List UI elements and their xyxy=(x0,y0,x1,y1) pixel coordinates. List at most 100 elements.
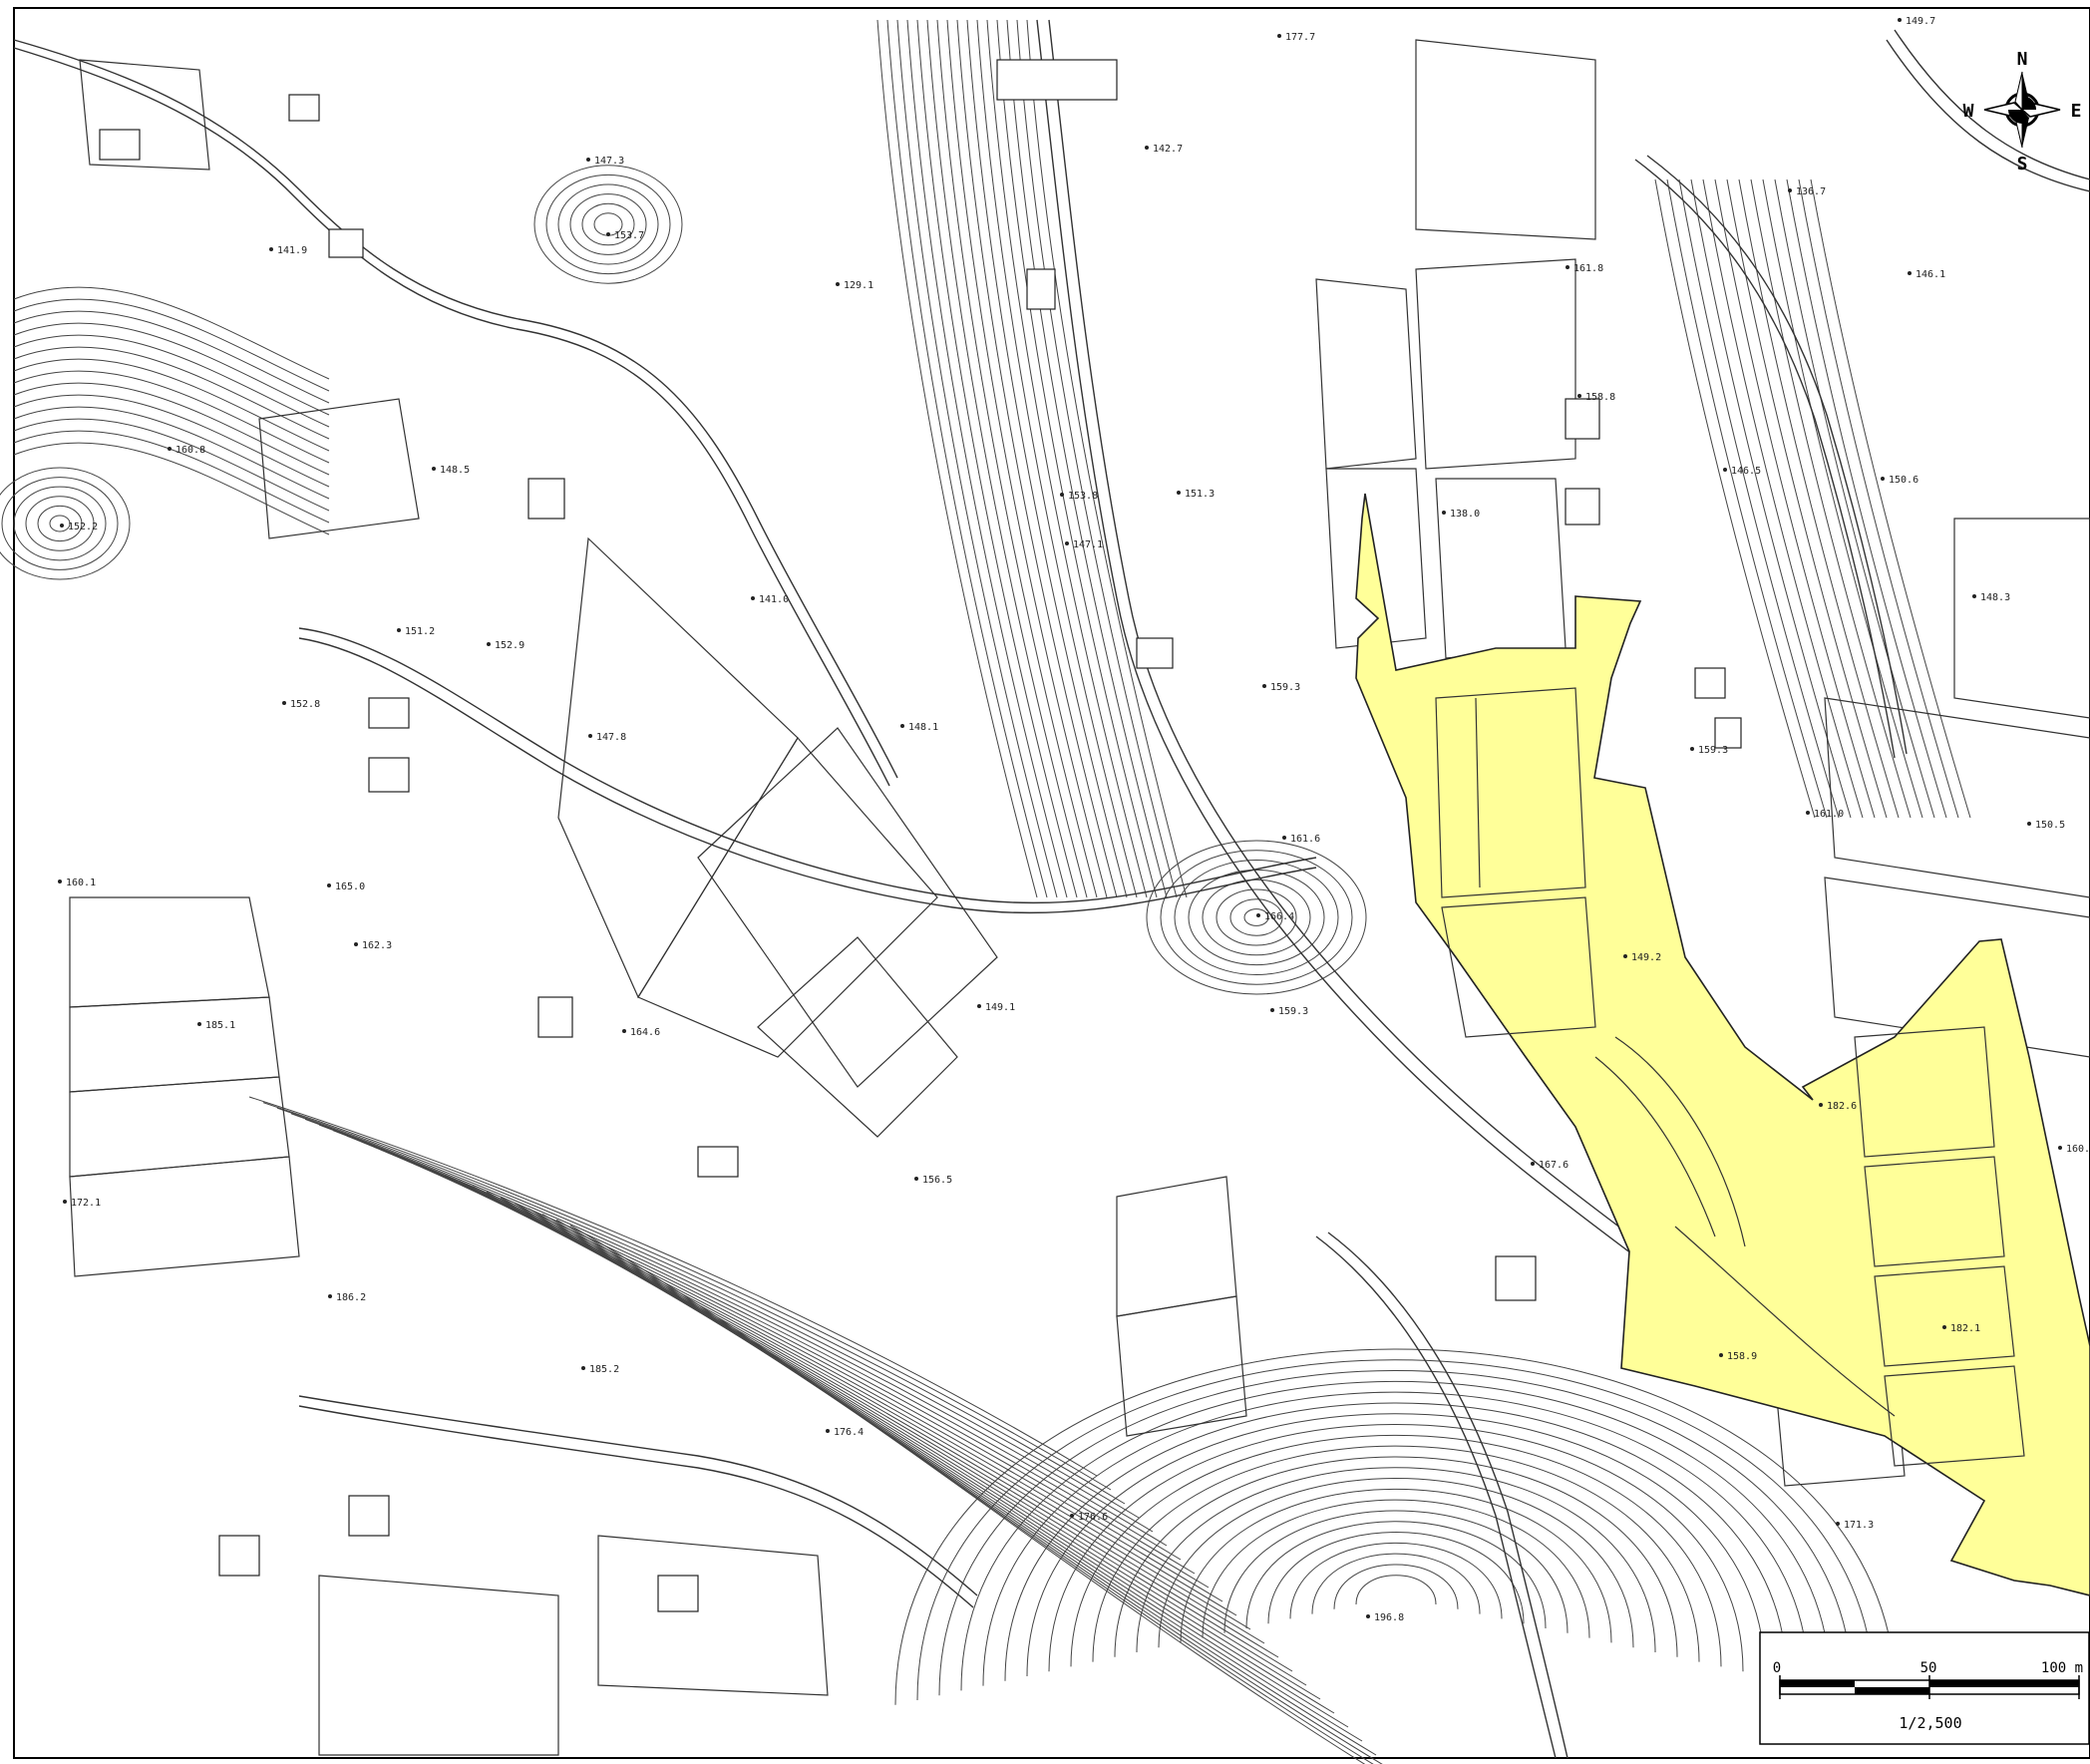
contour-line xyxy=(0,467,131,580)
contour-line xyxy=(976,19,1138,898)
contour-line xyxy=(569,193,647,255)
elevation-label: 160.7 xyxy=(2066,1144,2090,1155)
contour-line xyxy=(555,1219,1374,1764)
contour-line xyxy=(1810,178,1971,819)
contour-line xyxy=(13,418,330,512)
contour-line xyxy=(1654,178,1816,819)
contour-line xyxy=(896,19,1058,898)
elevation-label: 171.3 xyxy=(1844,1520,1874,1531)
contour-line xyxy=(1202,1499,1590,1638)
elevation-label: 165.0 xyxy=(335,882,365,892)
elevation-label: 159.3 xyxy=(1278,1006,1308,1017)
contour-line xyxy=(13,310,330,404)
elevation-label: 185.1 xyxy=(205,1020,235,1031)
contour-line xyxy=(1180,1488,1612,1643)
elevation-label: 151.2 xyxy=(405,626,435,637)
contour-line xyxy=(986,19,1148,898)
contour-line xyxy=(1026,1413,1766,1677)
elevation-label: 159.3 xyxy=(1270,682,1300,693)
elevation-label: 153.7 xyxy=(614,230,644,241)
contour-line xyxy=(1004,1402,1788,1681)
contour-line xyxy=(1702,178,1864,819)
elevation-label: 146.1 xyxy=(1916,269,1945,280)
contour-line xyxy=(1798,178,1959,819)
contour-line xyxy=(960,1380,1832,1691)
elevation-label: 161.8 xyxy=(1573,263,1603,274)
elevation-label: 152.9 xyxy=(495,640,524,651)
elevation-label: 182.1 xyxy=(1950,1323,1980,1334)
elevation-label: 176.4 xyxy=(834,1427,864,1438)
contour-line xyxy=(13,406,330,500)
parcel-boundaries xyxy=(69,39,2090,1756)
elevation-label: 166.4 xyxy=(1264,911,1294,922)
contour-line xyxy=(1355,1575,1437,1605)
scale-bar: 0 50 100 m 1/2,500 xyxy=(1759,1631,2090,1745)
contour-line xyxy=(1786,178,1947,819)
contour-line xyxy=(1333,1564,1459,1609)
elevation-label: 147.8 xyxy=(596,732,626,743)
elevation-label: 176.6 xyxy=(1078,1512,1108,1523)
elevation-label: 129.1 xyxy=(844,280,873,291)
elevation-label: 182.6 xyxy=(1827,1101,1857,1112)
contour-line xyxy=(1750,178,1912,819)
contour-line xyxy=(49,515,71,532)
compass-north-label: N xyxy=(2017,49,2028,70)
contour-line xyxy=(304,1118,1154,1533)
elevation-label: 150.6 xyxy=(1889,475,1918,486)
compass-west-label: W xyxy=(1963,101,1974,122)
contour-line xyxy=(13,298,330,392)
scale-tick-50: 50 xyxy=(1920,1660,1937,1676)
contour-line xyxy=(1223,1510,1568,1633)
contour-line xyxy=(541,1214,1383,1764)
contour-line xyxy=(248,1096,1098,1477)
elevation-label: 167.6 xyxy=(1539,1160,1568,1171)
contour-line xyxy=(996,19,1158,898)
contour-line xyxy=(1,477,119,570)
contour-line xyxy=(1146,840,1367,995)
elevation-label: 151.3 xyxy=(1185,489,1215,500)
highlighted-zone[interactable] xyxy=(1355,493,2090,1596)
elevation-labels: 147.3 153.7 129.1 142.7 141.9 160.8 152.… xyxy=(58,16,2090,1623)
contour-line xyxy=(458,1180,1307,1686)
elevation-label: 146.5 xyxy=(1731,466,1761,477)
contour-line xyxy=(290,1113,1140,1519)
elevation-label: 158.8 xyxy=(1585,392,1615,403)
zone-interior-lines xyxy=(1435,687,2025,1467)
elevation-label: 162.3 xyxy=(362,940,392,951)
elevation-label: 159.3 xyxy=(1698,745,1728,756)
elevation-label: 164.6 xyxy=(630,1027,660,1038)
elevation-label: 161.0 xyxy=(1814,809,1844,820)
contour-line xyxy=(1690,178,1852,819)
elevation-label: 148.5 xyxy=(440,465,470,476)
contour-line xyxy=(527,1208,1377,1756)
contour-line xyxy=(25,496,95,551)
contour-line xyxy=(1216,888,1297,946)
elevation-label: 156.5 xyxy=(922,1175,952,1186)
elevation-label: 150.5 xyxy=(2035,820,2065,831)
contour-line xyxy=(13,382,330,476)
contour-line xyxy=(946,19,1108,898)
elevation-label: 158.9 xyxy=(1727,1351,1757,1362)
compass-east-label: E xyxy=(2071,101,2082,122)
contour-line xyxy=(276,1107,1126,1505)
elevation-label: 149.2 xyxy=(1631,952,1661,963)
contour-line xyxy=(1738,178,1900,819)
elevation-label: 152.8 xyxy=(290,699,320,710)
elevation-label: 147.1 xyxy=(1073,539,1103,550)
elevation-label: 149.1 xyxy=(985,1002,1015,1013)
elevation-label: 148.3 xyxy=(1980,592,2010,603)
elevation-label: 141.0 xyxy=(759,594,789,605)
contour-line xyxy=(966,19,1128,898)
elevation-label: 152.2 xyxy=(68,522,98,532)
road-network xyxy=(13,19,2090,1759)
contour-line xyxy=(1289,1543,1503,1619)
contour-line xyxy=(956,19,1118,898)
contour-line xyxy=(557,183,659,265)
contour-line xyxy=(13,358,330,452)
elevation-label: 149.7 xyxy=(1906,16,1935,27)
elevation-label: 136.7 xyxy=(1796,186,1826,197)
contour-line xyxy=(1762,178,1923,819)
contour-line xyxy=(486,1191,1335,1714)
contour-line xyxy=(1311,1553,1481,1614)
